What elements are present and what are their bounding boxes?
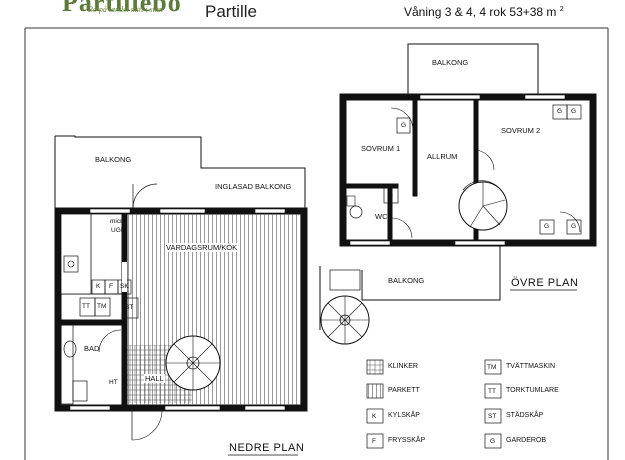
- partillebo-logo: Partillebo: [62, 0, 182, 17]
- label-bad: BAD: [84, 344, 100, 353]
- legend-symbol-tm: TM: [487, 364, 497, 371]
- fixture-g-sovrum2-a: G: [557, 108, 563, 115]
- legend-klinker-swatch: [366, 359, 384, 375]
- label-inglasad-balkong: INGLASAD BALKONG: [215, 182, 292, 191]
- sink: [63, 255, 79, 273]
- legend-label-garderob: GARDEROB: [506, 437, 547, 444]
- legend-symbol-g: G: [490, 438, 496, 445]
- legend-label-stadskap: STÄDSKÅP: [506, 412, 544, 419]
- fixture-g-sovrum2-d: G: [571, 223, 577, 230]
- label-ugn: UGN: [111, 227, 126, 234]
- fixture-g-sovrum2-c: G: [544, 223, 550, 230]
- fixture-f: F: [109, 283, 113, 290]
- label-wc: WC: [375, 212, 388, 221]
- city-title: Partille: [205, 2, 257, 21]
- east-wall: [300, 207, 308, 412]
- fixture-tt: TT: [82, 303, 90, 310]
- fixture-tm: TM: [97, 303, 107, 310]
- label-balkong-top: BALKONG: [432, 58, 469, 67]
- label-sovrum-2: SOVRUM 2: [501, 126, 541, 135]
- fixture-sk: SK: [120, 283, 129, 290]
- label-balkong-mid: BALKONG: [388, 276, 425, 285]
- fixture-g-wc: G: [388, 192, 394, 199]
- logo-slogan: Bo på landet mitt i stan: [88, 5, 163, 14]
- legend-parkett-swatch: [366, 383, 384, 399]
- fixture-k: K: [96, 283, 101, 290]
- upper-plan: [339, 43, 597, 247]
- legend-symbols: [366, 359, 502, 449]
- specs-unit-sup: 2: [559, 6, 564, 13]
- label-sovrum-1: SOVRUM 1: [361, 144, 401, 153]
- legend-label-tvattmaskin: TVÄTTMASKIN: [506, 363, 556, 370]
- toilet: [63, 340, 77, 358]
- legend-label-frysskap: FRYSSKÅP: [388, 437, 426, 444]
- fixture-g-sovrum1: G: [401, 122, 407, 129]
- legend-label-kylskap: KYLSKÅP: [388, 412, 420, 419]
- title-ovre-plan: ÖVRE PLAN: [511, 277, 579, 289]
- apartment-specs: Våning 3 & 4, 4 rok 53+38 m 2: [404, 5, 564, 19]
- label-allrum: ALLRUM: [427, 152, 458, 161]
- label-hall: HALL: [144, 374, 165, 383]
- fixture-g-sovrum2-b: G: [571, 108, 577, 115]
- fixture-st: ST: [125, 304, 134, 311]
- label-vardagsrum: VARDAGSRUM/KÖK: [165, 243, 239, 252]
- specs-text: Våning 3 & 4, 4 rok 53+38 m: [404, 5, 557, 19]
- label-micro: micro: [110, 218, 126, 225]
- title-nedre-plan: NEDRE PLAN: [229, 442, 305, 454]
- legend-label-klinker: KLINKER: [388, 363, 418, 370]
- legend-symbol-k: K: [372, 413, 377, 420]
- label-balkong-lower: BALKONG: [95, 155, 132, 164]
- legend-label-parkett: PARKETT: [388, 387, 420, 394]
- mid-balcony: [319, 246, 501, 345]
- balkong-top-outline: [407, 43, 539, 94]
- legend-symbol-f: F: [372, 438, 376, 445]
- fixture-ht: HT: [109, 379, 118, 386]
- legend-symbol-tt: TT: [488, 388, 496, 395]
- west-wall: [54, 207, 62, 409]
- legend-symbol-st: ST: [488, 413, 497, 420]
- legend-label-torktumlare: TORKTUMLARE: [506, 387, 559, 394]
- balkong-lower-outline: [55, 135, 306, 208]
- kitchen-counter: [60, 213, 92, 295]
